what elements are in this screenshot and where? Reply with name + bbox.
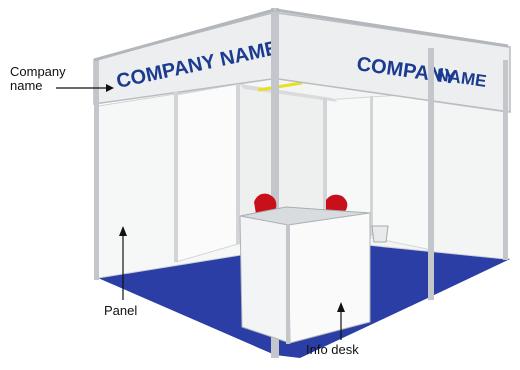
company-name-label: Company name [10, 65, 66, 93]
post-front-left [94, 60, 99, 280]
arrow-panel [119, 226, 127, 300]
info-desk-label: Info desk [306, 342, 359, 357]
inner-wall-left [175, 83, 239, 263]
panel-label: Panel [104, 303, 138, 318]
beam-top-left [93, 8, 275, 62]
post-inner-back [236, 84, 240, 244]
arrow-info-desk [337, 302, 345, 340]
ceiling-light [257, 81, 303, 92]
post-back-right [503, 60, 508, 260]
wastebasket [371, 225, 389, 243]
beam-top-right [275, 8, 509, 48]
post-front-corner [271, 8, 279, 358]
desk-edge [286, 224, 290, 344]
desk-side [287, 212, 371, 344]
post-inner-left [174, 92, 178, 262]
company-name-label-line2: name [10, 78, 43, 93]
post-right-mid [428, 48, 434, 300]
post-inner-right [323, 98, 327, 230]
arrow-company-name [56, 84, 114, 92]
company-name-label-line1: Company [10, 64, 66, 79]
desk-front [239, 215, 291, 344]
post-inner-far [370, 96, 373, 236]
